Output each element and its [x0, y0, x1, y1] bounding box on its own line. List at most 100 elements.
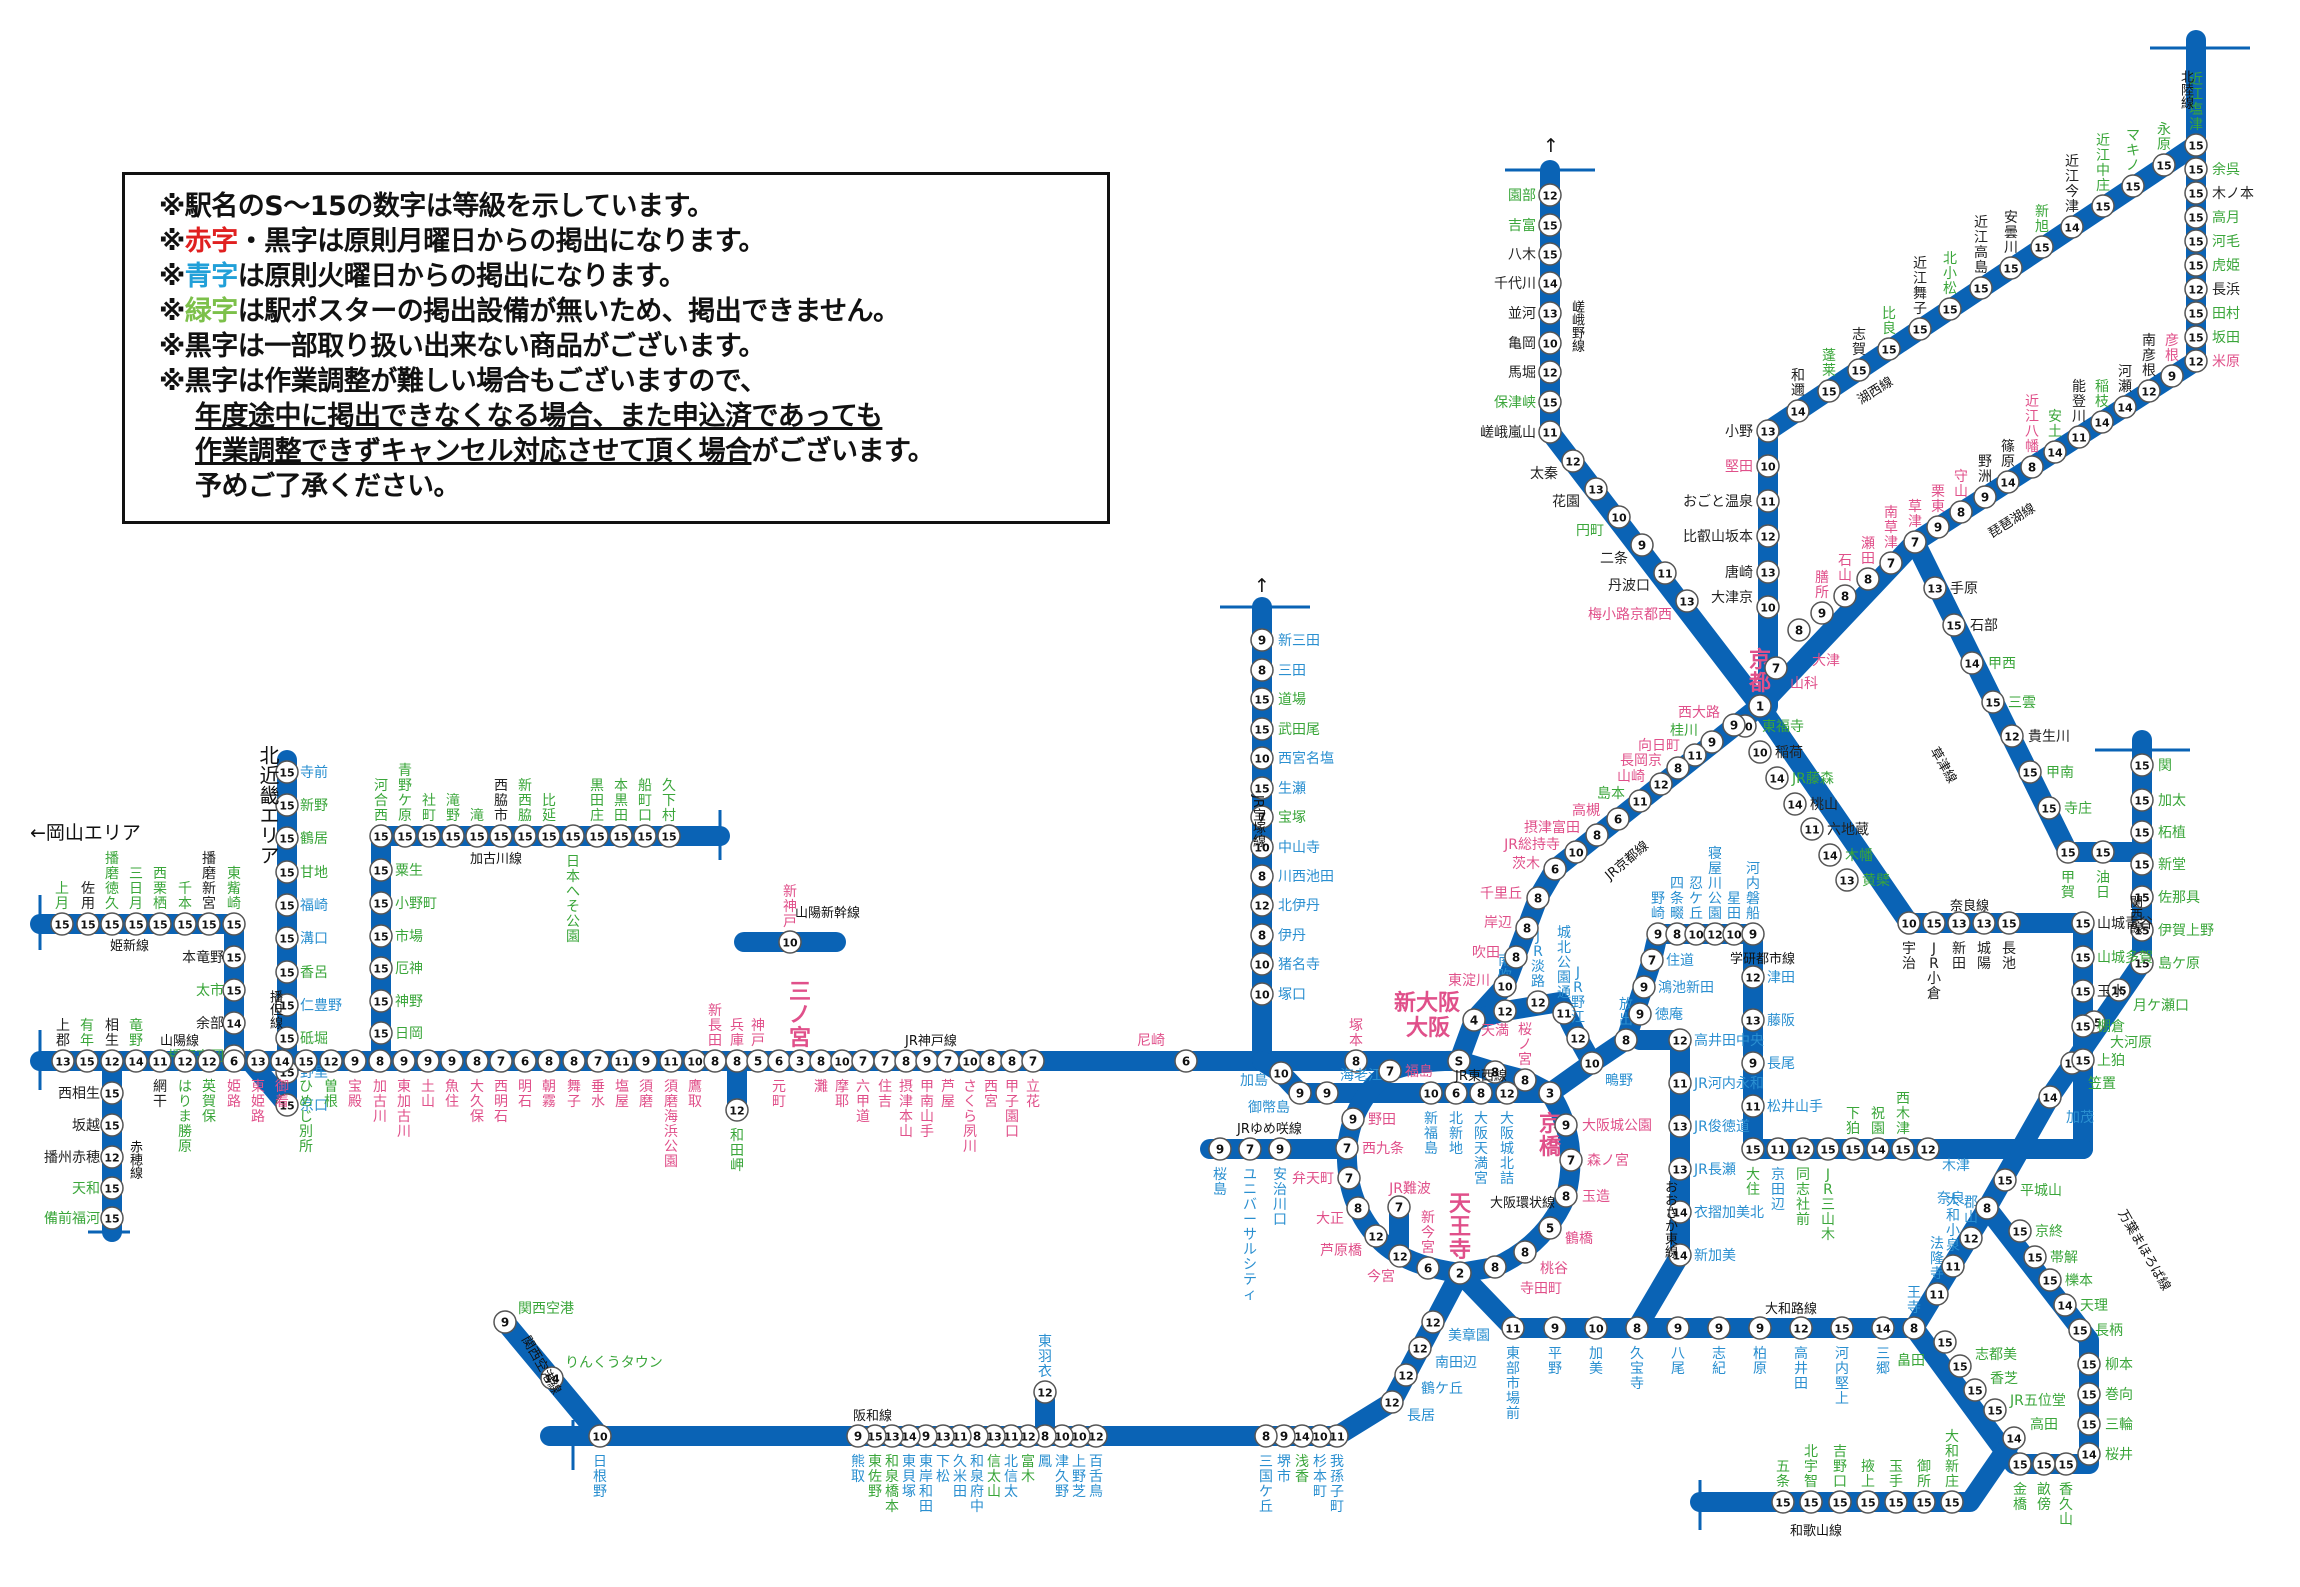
station-name: 三輪 [2105, 1416, 2133, 1433]
station-name: ー [1243, 1212, 1257, 1228]
station-rank-circle [2184, 181, 2208, 205]
station-rank: 12 [323, 1056, 338, 1069]
station-name: 三 [1259, 1454, 1273, 1470]
station-name: 田 [590, 793, 604, 809]
station-rank: 15 [1745, 1144, 1760, 1157]
station-name: 塚口 [1278, 987, 1306, 1003]
station-name: 寺 [1630, 1376, 1644, 1392]
station-name: 長柄 [2095, 1323, 2123, 1339]
station-name: 須 [664, 1079, 678, 1095]
station-name: 木 [1821, 1227, 1835, 1243]
station-rank: 8 [1673, 928, 1681, 942]
station-rank: 12 [177, 1056, 192, 1069]
station-rank-circle [1538, 1216, 1562, 1240]
station-rank-circle [1666, 756, 1690, 780]
station-rank: 10 [1726, 929, 1742, 942]
station: 9二条 [1600, 533, 1654, 567]
station-name: 山 [1821, 1212, 1835, 1228]
station-name: 幡 [2025, 439, 2039, 455]
station-name: 長 [708, 1018, 722, 1034]
station-rank: 11 [1745, 1101, 1760, 1114]
station-rank: 7 [1567, 1154, 1575, 1168]
station-rank: 15 [104, 1183, 119, 1196]
station-rank-circle [1250, 628, 1274, 652]
station-rank: 15 [565, 831, 580, 844]
station-name: 鶴ケ丘 [1421, 1380, 1463, 1397]
station-rank-circle [561, 824, 585, 848]
station-rank-circle [2184, 301, 2208, 325]
station-rank: 8 [1354, 1202, 1362, 1216]
station-name: 美章園 [1448, 1327, 1490, 1344]
station-name: 英 [202, 1078, 216, 1095]
station-name: 海老江 [1340, 1068, 1382, 1084]
station-rank: 15 [2081, 1419, 2096, 1432]
station-name: 石 [494, 1109, 508, 1125]
station-rank: 15 [1542, 397, 1557, 410]
station-name: 公 [566, 914, 580, 930]
station-rank: 11 [1929, 1289, 1944, 1302]
station-name: 富 [1021, 1453, 1035, 1470]
station-rank-circle [2043, 440, 2067, 464]
station-rank-circle [2077, 1412, 2101, 1436]
station-rank-circle [1337, 1166, 1361, 1190]
station-rank: 8 [1491, 1066, 1499, 1080]
station-name: 本 [614, 778, 628, 794]
station-name: 鳥 [1089, 1484, 1103, 1500]
station-rank-circle [1625, 1316, 1649, 1340]
station-name: 延 [542, 808, 556, 824]
station-rank: 15 [279, 1033, 294, 1046]
station-rank: 14 [2000, 477, 2016, 490]
station-name: 大 [1946, 1193, 1960, 1209]
station-rank: 8 [1491, 1261, 1499, 1275]
station-name: 舞 [567, 1079, 581, 1095]
station-rank: 15 [493, 831, 508, 844]
station-name: 王 [1449, 1215, 1471, 1240]
station-name: 船 [1746, 906, 1760, 922]
station-rank: 8 [1910, 1322, 1918, 1336]
station-name: 寝 [1708, 845, 1722, 862]
station-name: ら [963, 1109, 977, 1125]
station-rank: 10 [1254, 842, 1270, 855]
station-name: 御 [1917, 1459, 1931, 1475]
station-rank-circle [1315, 1081, 1339, 1105]
station-rank-circle [1526, 990, 1550, 1014]
station-name: 城 [1557, 925, 1571, 941]
station-rank-circle [1810, 601, 1834, 625]
station-name: 舌 [1089, 1469, 1103, 1485]
station-name: 東福寺 [1762, 719, 1804, 735]
station-name: 井 [1794, 1361, 1808, 1377]
station: 8大正 [1316, 1196, 1370, 1227]
station-name: 粟生 [395, 863, 423, 879]
station-name: 篠 [2001, 439, 2015, 455]
station-rank: 13 [1951, 918, 1966, 931]
station-name: JR難波 [1388, 1181, 1431, 1197]
station-name: 千代川 [1494, 276, 1536, 292]
station-rank: 15 [2041, 803, 2056, 816]
station-rank: 9 [1708, 736, 1716, 750]
station-name: 島本 [1597, 786, 1625, 802]
station-name: 本 [1349, 1033, 1363, 1049]
station-name: 栖 [153, 896, 167, 912]
station-name: 根 [2165, 348, 2179, 364]
station-rank-circle [1756, 489, 1780, 513]
station-rank-circle [1903, 530, 1927, 554]
station-name: 塩 [2189, 102, 2203, 118]
station-rank: 9 [1280, 1430, 1288, 1444]
station-rank: 15 [226, 919, 241, 932]
station-rank: 8 [1521, 1246, 1529, 1260]
station-rank-circle [1543, 857, 1567, 881]
station-name: 子 [1330, 1484, 1344, 1500]
